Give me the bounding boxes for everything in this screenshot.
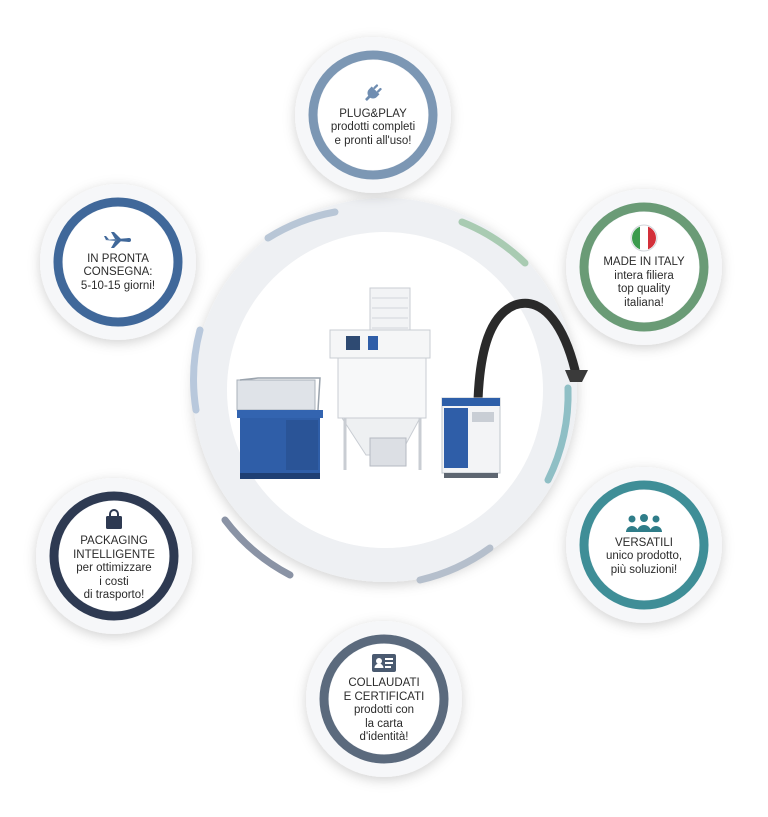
dust-collector [329, 287, 431, 470]
node-versatile: VERSATILI unico prodotto, più soluzioni! [582, 483, 706, 607]
node-plug-text: PLUG&PLAY prodotti completi e pronti all… [330, 107, 416, 147]
welding-bench [236, 377, 323, 479]
node-versatile-text: VERSATILI unico prodotto, più soluzioni! [605, 536, 683, 576]
shopping-bag-icon [106, 509, 122, 530]
arc-packaging [221, 516, 294, 579]
arc-versatile [544, 384, 572, 484]
airplane-icon [104, 231, 131, 248]
node-plug: PLUG&PLAY prodotti completi e pronti all… [311, 53, 435, 177]
plug-icon [365, 84, 382, 101]
id-card-icon [372, 654, 396, 673]
node-italy-text: MADE IN ITALY intera filiera top quality… [603, 256, 685, 309]
node-delivery-ring [40, 184, 196, 340]
arc-plug-left [264, 208, 339, 242]
node-plug-ring [295, 37, 451, 193]
fume-extractor [441, 298, 588, 478]
node-certified-ring [306, 621, 462, 777]
machines-illustration [236, 287, 588, 479]
node-italy-ring [566, 189, 722, 345]
node-versatile-ring [566, 467, 722, 623]
node-packaging-text: PACKAGING INTELLIGENTE per ottimizzare i… [73, 535, 155, 602]
node-packaging: PACKAGING INTELLIGENTE per ottimizzare i… [52, 494, 176, 618]
people-icon [626, 513, 662, 532]
ring-arcs [190, 208, 572, 584]
node-delivery: IN PRONTA CONSEGNA: 5-10-15 giorni! [56, 200, 180, 324]
italy-flag-icon [630, 224, 658, 252]
arc-italy [458, 218, 529, 267]
node-certified-text: COLLAUDATI E CERTIFICATI prodotti con la… [343, 677, 425, 744]
arc-delivery [190, 326, 204, 414]
node-delivery-text: IN PRONTA CONSEGNA: 5-10-15 giorni! [80, 252, 156, 292]
node-packaging-ring [36, 478, 192, 634]
node-certified: COLLAUDATI E CERTIFICATI prodotti con la… [322, 637, 446, 761]
node-italy: MADE IN ITALY intera filiera top quality… [582, 205, 706, 329]
arc-certified [416, 544, 494, 584]
